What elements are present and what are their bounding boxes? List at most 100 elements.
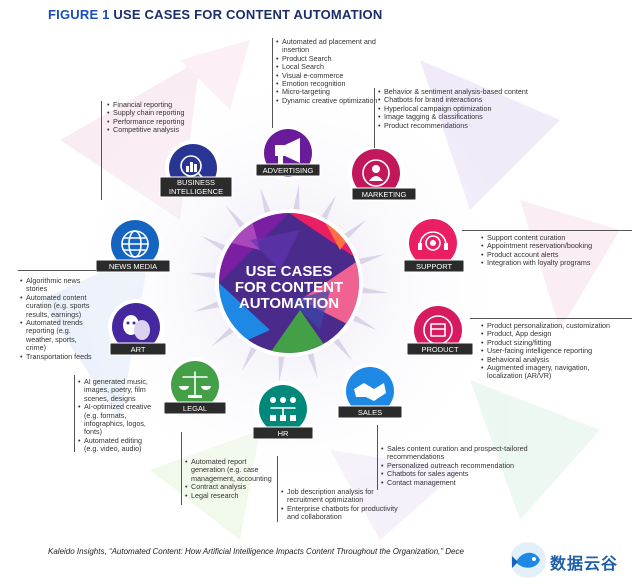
list-item: Appointment reservation/booking — [481, 241, 621, 251]
watermark-text: 数据云谷 — [550, 554, 619, 573]
list-item: Augmented imagery, navigation, localizat… — [481, 363, 626, 381]
list-item: Product Search — [276, 54, 386, 64]
node-label-box — [109, 342, 167, 356]
theater-masks-icon — [123, 315, 150, 340]
spoke — [293, 183, 300, 210]
scales-icon — [179, 371, 211, 398]
leader-line — [462, 230, 632, 231]
node-news-media: NEWS MEDIA — [95, 216, 171, 273]
leader-line — [272, 38, 273, 128]
list-item: Hyperlocal campaign optimization — [378, 104, 548, 114]
node-label-box — [159, 176, 233, 198]
leader-line — [101, 101, 102, 200]
leader-line — [377, 425, 378, 490]
org-chart-icon — [270, 397, 296, 421]
list-item: Product account alerts — [481, 250, 621, 260]
node-label: NEWS MEDIA — [109, 262, 157, 271]
list-item: Behavioral analysis — [481, 355, 626, 365]
list-item: Automated report generation (e.g. case m… — [185, 457, 280, 483]
node-support: SUPPORT — [403, 215, 465, 273]
leader-line — [277, 456, 278, 522]
list-item: Contact management — [381, 478, 529, 488]
spokes — [189, 183, 389, 383]
node-label-box — [337, 405, 403, 419]
leader-line — [181, 432, 182, 505]
node-label-box — [351, 187, 417, 201]
center-hub: USE CASES FOR CONTENT AUTOMATION — [215, 209, 363, 357]
node-marketing: MARKETING — [348, 145, 417, 201]
list-item: Behavior & sentiment analysis-based cont… — [378, 87, 548, 97]
node-sales: SALES — [337, 363, 403, 419]
spoke — [352, 315, 378, 331]
watermark: 数据云谷 — [508, 540, 636, 580]
node-product: PRODUCT — [406, 302, 474, 358]
node-label: SALES — [358, 408, 382, 417]
spoke — [260, 187, 271, 214]
list-product: Product personalization, customizationPr… — [481, 321, 626, 381]
list-news-media: Algorithmic news storiesAutomated conten… — [20, 276, 92, 362]
spoke — [241, 346, 257, 372]
list-item: Transportation feeds — [20, 352, 92, 362]
node-label: BUSINESS — [177, 178, 215, 187]
list-art: AI generated music, images, poetry, film… — [78, 377, 153, 454]
list-item: Local Search — [276, 62, 386, 72]
list-item: Supply chain reporting — [107, 108, 217, 118]
list-item: Integration with loyalty programs — [481, 258, 621, 268]
node-label-box — [95, 259, 171, 273]
list-item: AI-optimized creative (e.g. formats, inf… — [78, 403, 153, 437]
node-label: HR — [278, 429, 289, 438]
node-label: ADVERTISING — [263, 166, 314, 175]
list-item: Chatbots for brand interactions — [378, 95, 548, 105]
list-item: Support content curation — [481, 233, 621, 243]
spoke — [211, 327, 234, 347]
center-line-1: USE CASES — [246, 263, 333, 280]
leader-line — [470, 318, 632, 319]
node-label-box — [163, 401, 227, 415]
spoke — [225, 205, 245, 228]
person-target-icon — [362, 159, 390, 187]
node-label: LEGAL — [183, 404, 207, 413]
list-business-intelligence: Financial reportingSupply chain reportin… — [107, 100, 217, 135]
list-item: Product sizing/fitting — [481, 338, 626, 348]
spoke — [362, 287, 389, 294]
figure-title-text: USE CASES FOR CONTENT AUTOMATION — [113, 7, 383, 22]
list-item: Micro-targeting — [276, 88, 386, 98]
citation: Kaleido Insights, “Automated Content: Ho… — [48, 547, 464, 556]
list-item: Product recommendations — [378, 121, 548, 131]
node-label: PRODUCT — [421, 345, 459, 354]
list-item: User-facing intelligence reporting — [481, 346, 626, 356]
globe-icon — [121, 230, 149, 258]
figure-title: FIGURE 1 USE CASES FOR CONTENT AUTOMATIO… — [48, 7, 382, 22]
list-item: Product, App design — [481, 329, 626, 339]
list-item: Visual e-commerce — [276, 71, 386, 81]
list-item: Legal research — [185, 491, 280, 501]
node-label: MARKETING — [362, 190, 407, 199]
list-item: Automated editing (e.g. video, audio) — [78, 436, 153, 454]
list-marketing: Behavior & sentiment analysis-based cont… — [378, 87, 548, 131]
list-item: Competitive analysis — [107, 125, 217, 135]
leader-line — [74, 375, 75, 452]
list-item: Personalized outreach recommendation — [381, 461, 529, 471]
list-item: AI generated music, images, poetry, film… — [78, 377, 153, 403]
leader-line — [18, 270, 96, 271]
list-item: Automated trends reporting (e.g. weather… — [20, 318, 92, 353]
spoke — [278, 356, 285, 383]
list-item: Enterprise chatbots for productivity and… — [281, 504, 406, 522]
list-item: Job description analysis for recruitment… — [281, 487, 406, 505]
list-item: Automated ad placement and insertion — [276, 37, 386, 55]
fish-logo-icon — [510, 542, 546, 578]
list-hr: Job description analysis for recruitment… — [281, 487, 406, 522]
spoke — [200, 235, 226, 251]
node-hr: HR — [252, 381, 314, 440]
list-advertising: Automated ad placement and insertionProd… — [276, 37, 386, 105]
center-line-3: AUTOMATION — [239, 295, 339, 312]
node-label-box — [406, 342, 474, 356]
list-item: Emotion recognition — [276, 79, 386, 89]
spoke — [333, 338, 353, 361]
center-line-2: FOR CONTENT — [235, 279, 343, 296]
spoke — [358, 254, 385, 265]
megaphone-icon — [275, 138, 300, 165]
list-item: Sales content curation and prospect-tail… — [381, 444, 529, 462]
category-nodes: ADVERTISING MARKETING SUPPORT PRODUCT SALES H… — [95, 125, 474, 440]
node-label-box — [252, 426, 314, 440]
